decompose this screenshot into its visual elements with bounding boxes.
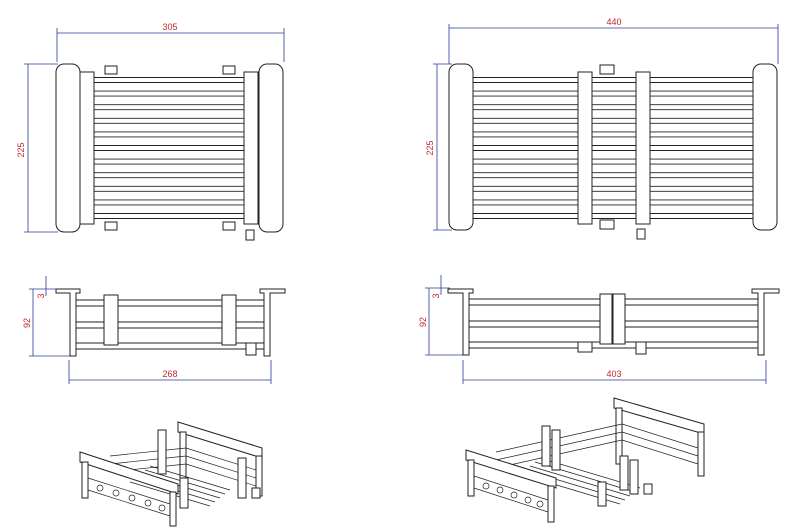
right-side-height-label: 92 [418, 317, 428, 327]
right-top-view: 440 225 [425, 17, 779, 240]
right-side-length-label: 403 [606, 369, 621, 379]
right-isometric-view [465, 397, 705, 523]
right-top-depth-label: 225 [425, 140, 435, 155]
left-top-width-label: 305 [162, 22, 177, 32]
left-top-depth-label: 225 [16, 142, 26, 157]
left-isometric-view [79, 421, 263, 527]
left-side-view: 92 3 268 [22, 276, 286, 384]
left-side-offset-label: 3 [36, 293, 46, 298]
right-side-offset-label: 3 [431, 293, 441, 298]
left-side-length-label: 268 [162, 369, 177, 379]
right-top-width-label: 440 [606, 17, 621, 27]
left-side-height-label: 92 [22, 318, 32, 328]
right-side-view: 92 3 403 [418, 275, 780, 384]
left-top-view: 305 225 [16, 22, 285, 241]
